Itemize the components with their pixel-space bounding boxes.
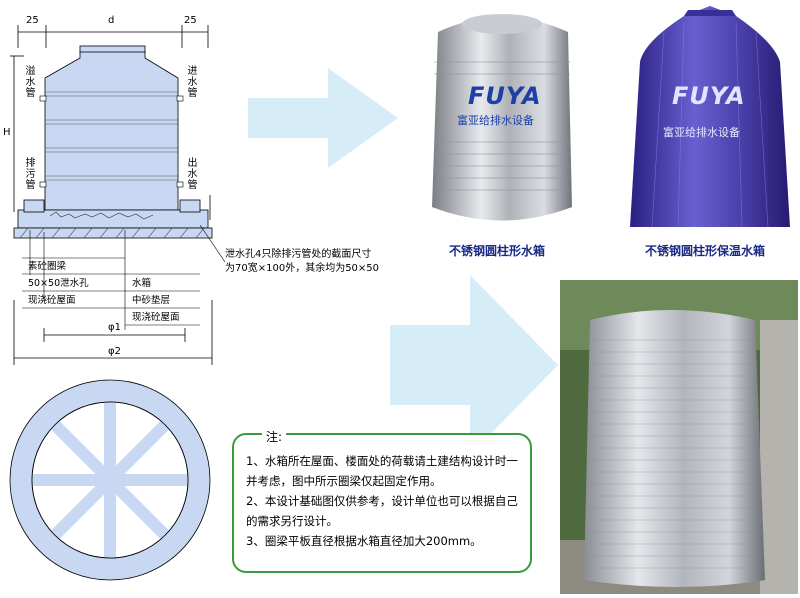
dim-left-margin: 25 — [26, 15, 39, 26]
label-drain-pipe: 排污管 — [25, 158, 36, 191]
insulated-tank-image — [630, 6, 790, 228]
callout-line-2: 为70宽×100外，其余均为50×50 — [225, 263, 380, 274]
ring-beam-plan-view — [9, 379, 211, 581]
dim-height: H — [3, 127, 11, 138]
label-inlet-pipe: 进水管 — [187, 66, 198, 99]
notes-box: 1、水箱所在屋面、楼面处的荷载请土建结构设计时一并考虑，图中所示圈梁仅起固定作用… — [232, 433, 532, 573]
layer-left-2: 50×50泄水孔 — [28, 278, 89, 289]
tank-section-drawing — [10, 25, 226, 365]
tank2-brand-logo: FUYA — [672, 82, 746, 110]
note-item-1: 1、水箱所在屋面、楼面处的荷载请土建结构设计时一并考虑，图中所示圈梁仅起固定作用… — [246, 454, 518, 488]
callout-line-1: 泄水孔4只除排污管处的截面尺寸 — [225, 249, 372, 260]
arrow-top — [248, 68, 398, 168]
dim-phi2: φ2 — [108, 346, 121, 357]
note-item-2: 2、本设计基础图仅供参考，设计单位也可以根据自己的需求另行设计。 — [246, 494, 518, 528]
dim-right-margin: 25 — [184, 15, 197, 26]
tank1-caption: 不锈钢圆柱形水箱 — [449, 244, 546, 258]
label-outlet-pipe: 出水管 — [187, 158, 198, 191]
dim-phi1: φ1 — [108, 322, 121, 333]
layer-left-1: 素砼圈梁 — [28, 261, 67, 272]
large-tank-photo — [560, 280, 798, 594]
note-item-3: 3、圈梁平板直径根据水箱直径加大200mm。 — [246, 534, 482, 548]
tank2-caption: 不锈钢圆柱形保温水箱 — [645, 244, 766, 258]
layer-left-3: 现浇砼屋面 — [28, 295, 76, 306]
layer-right-2: 中砂垫层 — [132, 295, 171, 306]
tank1-subtitle: 富亚给排水设备 — [457, 114, 534, 127]
dim-diameter: d — [108, 15, 115, 26]
label-overflow-pipe: 溢水管 — [25, 66, 36, 99]
layer-right-3: 现浇砼屋面 — [132, 312, 180, 323]
notes-title: 注: — [262, 428, 287, 445]
arrow-middle — [390, 275, 558, 455]
stainless-tank-image — [432, 14, 572, 221]
tank1-brand-logo: FUYA — [468, 82, 542, 110]
tank2-subtitle: 富亚给排水设备 — [663, 126, 740, 139]
layer-right-1: 水箱 — [132, 278, 152, 289]
